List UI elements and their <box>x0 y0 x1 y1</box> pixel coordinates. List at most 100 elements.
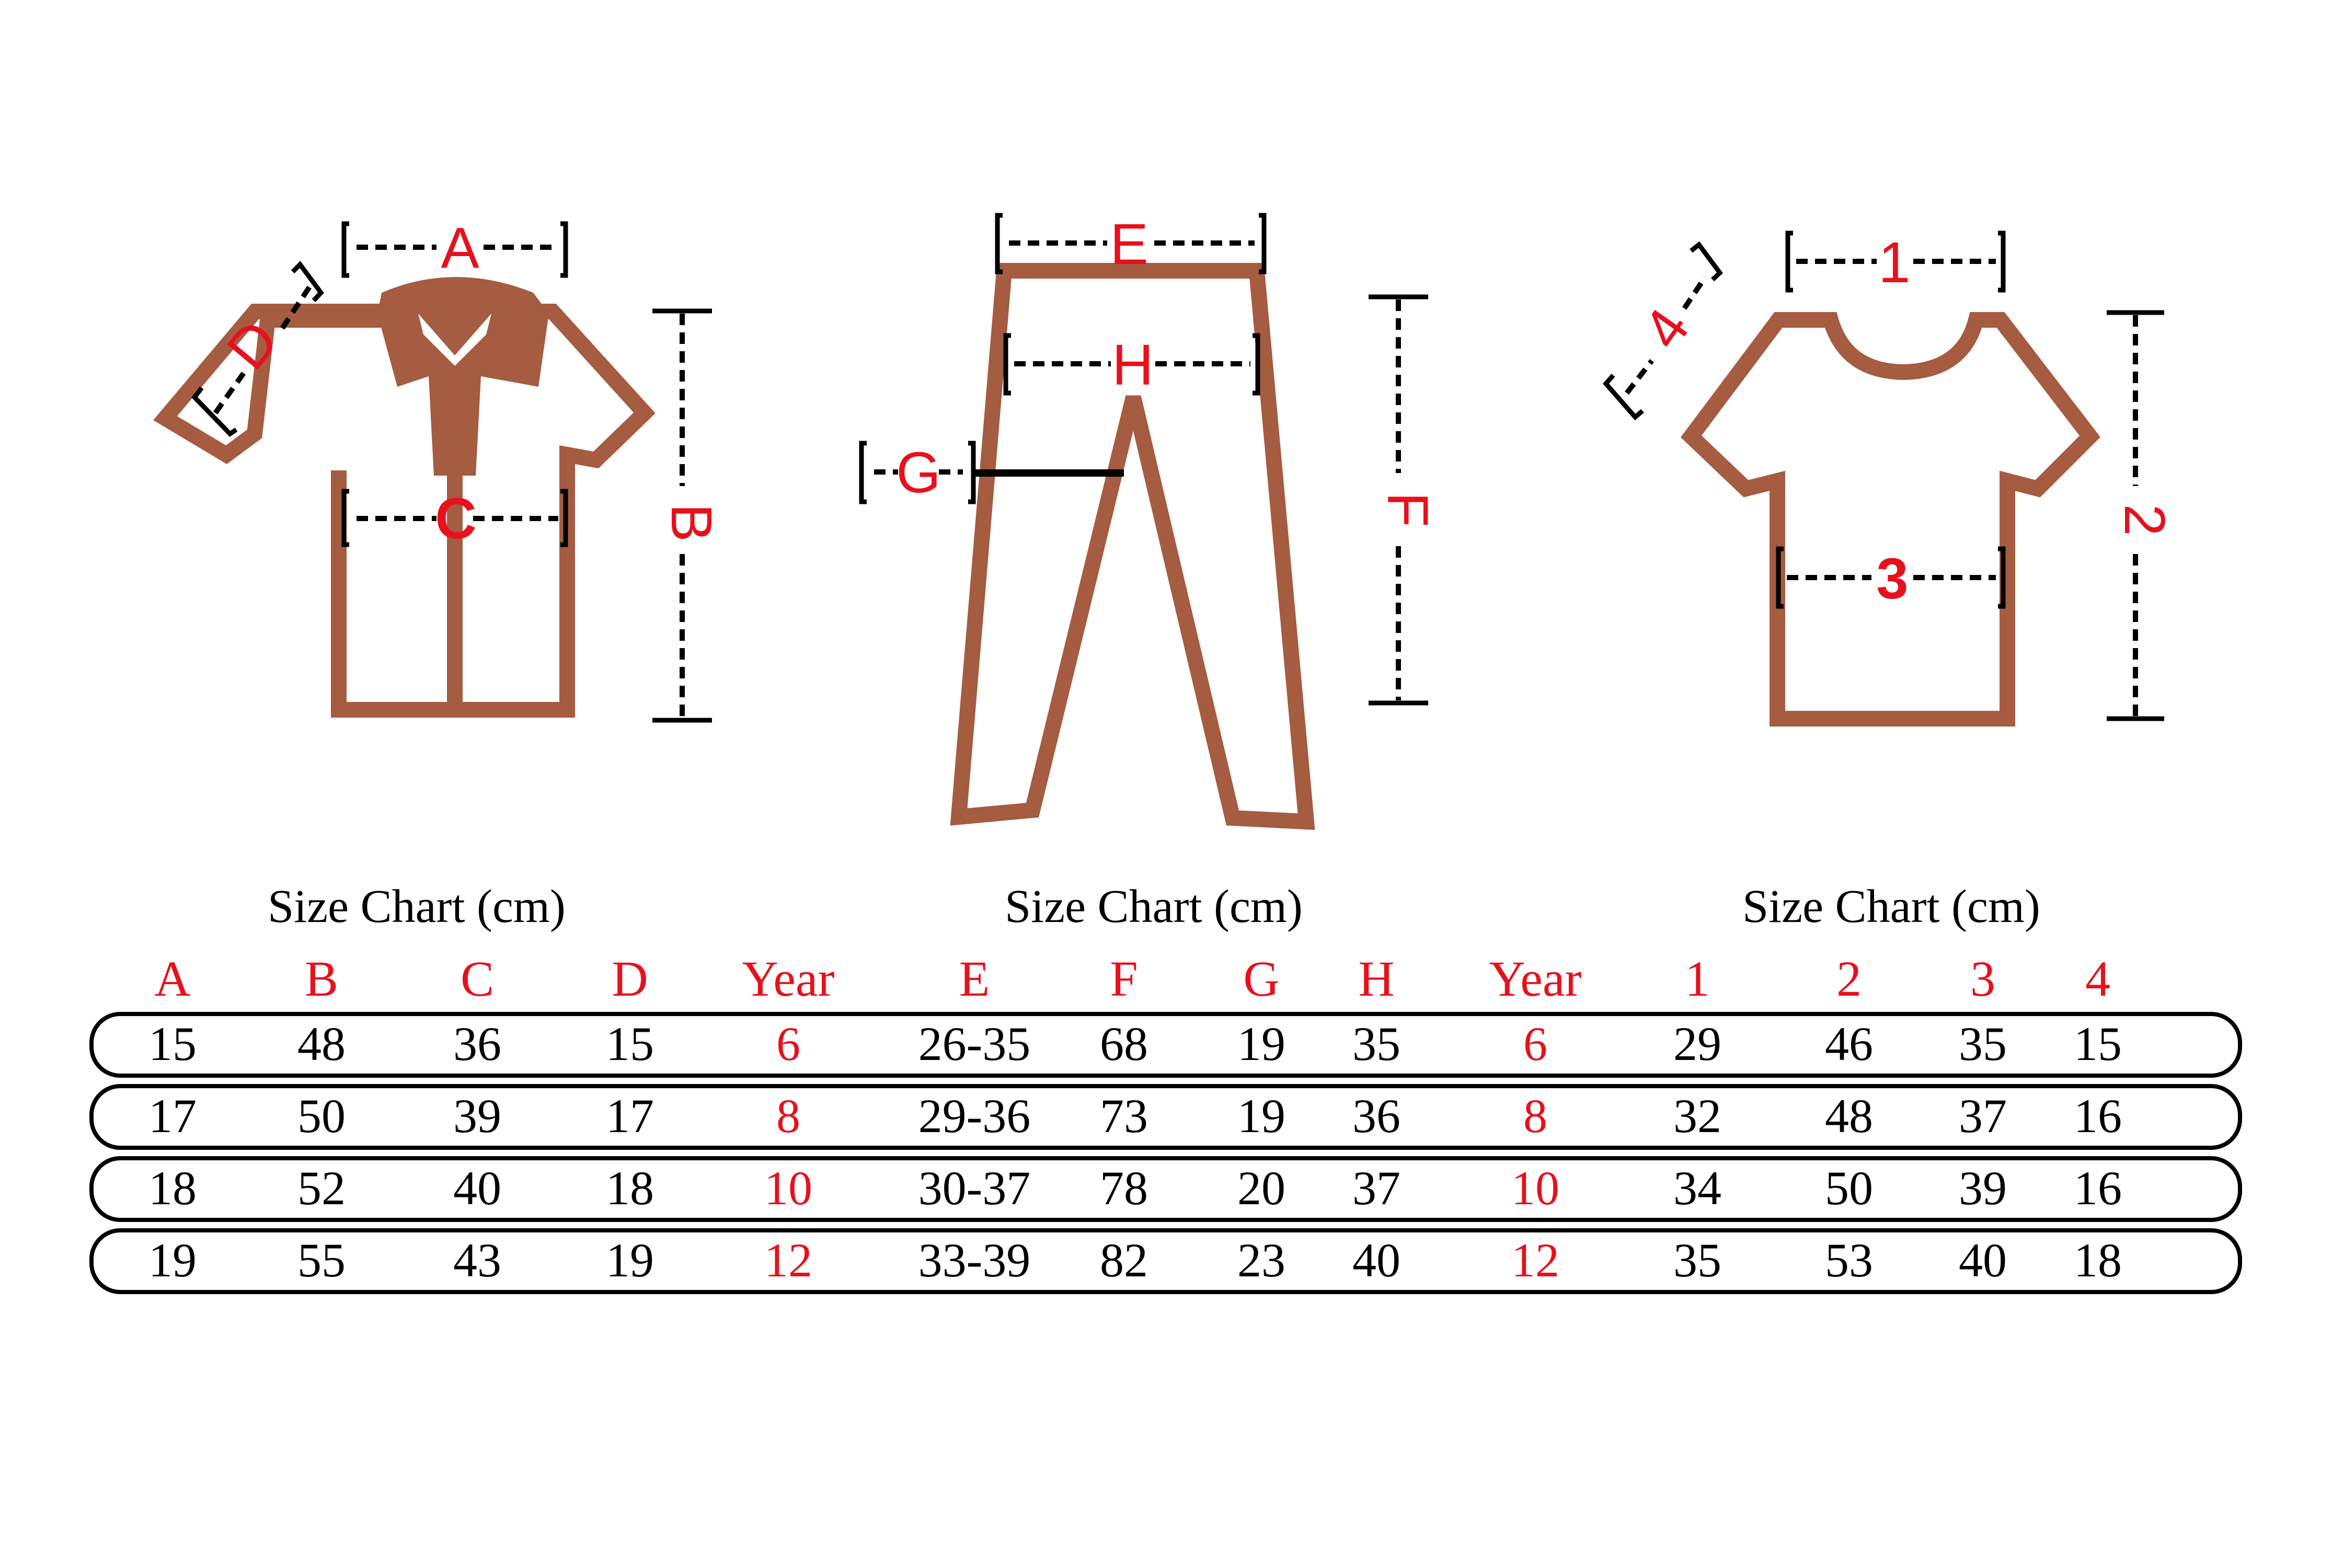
pants-dimension-g: G <box>859 441 1124 505</box>
pants-dimension-e: E <box>995 212 1267 276</box>
year-cell: 12 <box>764 1233 812 1287</box>
column-header-f-6: F <box>1110 951 1138 1007</box>
pants-icon <box>950 263 1315 830</box>
label-1: 1 <box>1878 230 1910 295</box>
table-cell: 39 <box>1959 1161 2007 1215</box>
column-header-g-7: G <box>1243 951 1279 1007</box>
tshirt-dimension-2: 2 <box>2107 310 2177 721</box>
table-cell: 37 <box>1959 1089 2007 1143</box>
table-cell: 55 <box>297 1233 346 1287</box>
pants-size-chart-title: Size Chart (cm) <box>1005 881 1303 932</box>
year-cell: 8 <box>776 1089 800 1143</box>
table-cell: 48 <box>1825 1089 1873 1143</box>
label-b: B <box>659 503 723 541</box>
table-cell: 73 <box>1100 1089 1148 1143</box>
table-cell: 35 <box>1352 1017 1400 1070</box>
column-header-b-1: B <box>305 951 338 1007</box>
label-3: 3 <box>1876 547 1908 611</box>
column-header-1-10: 1 <box>1685 951 1710 1007</box>
shirt-dimension-b: B <box>652 308 723 723</box>
table-cell: 48 <box>297 1017 346 1070</box>
table-cell: 43 <box>453 1233 501 1287</box>
year-cell: 6 <box>776 1017 800 1070</box>
label-2: 2 <box>2112 504 2177 536</box>
table-cell: 39 <box>453 1089 501 1143</box>
table-cell: 35 <box>1959 1017 2007 1070</box>
row-outline <box>89 1012 2242 1078</box>
table-cell: 40 <box>453 1161 501 1215</box>
t-shirt-icon <box>1681 312 2100 727</box>
column-header-e-5: E <box>959 951 990 1007</box>
label-f: F <box>1375 492 1440 527</box>
label-h: H <box>1112 333 1153 397</box>
table-cell: 50 <box>1825 1161 1873 1215</box>
pants-dimension-h: H <box>1003 333 1260 397</box>
table-cell: 50 <box>297 1089 346 1143</box>
table-cell: 36 <box>1352 1089 1400 1143</box>
table-cell: 17 <box>606 1089 654 1143</box>
shirt-dimension-c: C <box>341 487 568 551</box>
table-cell: 18 <box>606 1161 654 1215</box>
column-header-2-11: 2 <box>1836 951 1862 1007</box>
table-cell: 46 <box>1825 1017 1873 1070</box>
table-cell: 68 <box>1100 1017 1148 1070</box>
year-cell: 12 <box>1511 1233 1559 1287</box>
table-cell: 19 <box>606 1233 654 1287</box>
year-cell: 6 <box>1523 1017 1547 1070</box>
table-cell: 35 <box>1673 1233 1721 1287</box>
table-cell: 16 <box>2074 1089 2122 1143</box>
size-table-header-row: A B C D Year E F G H Year 1 2 3 4 <box>154 951 2110 1007</box>
table-cell: 82 <box>1100 1233 1148 1287</box>
year-cell: 10 <box>1511 1161 1559 1215</box>
table-cell: 18 <box>2074 1233 2122 1287</box>
label-4: 4 <box>1630 297 1702 360</box>
table-cell: 29-36 <box>918 1089 1031 1143</box>
table-cell: 32 <box>1673 1089 1721 1143</box>
table-cell: 40 <box>1352 1233 1400 1287</box>
table-cell: 36 <box>453 1017 501 1070</box>
shirt-size-chart-title: Size Chart (cm) <box>268 881 566 932</box>
tshirt-size-chart-title: Size Chart (cm) <box>1742 881 2040 932</box>
column-header-c-2: C <box>461 951 494 1007</box>
table-cell: 17 <box>148 1089 197 1143</box>
column-header-a-0: A <box>154 951 190 1007</box>
table-cell: 29 <box>1673 1017 1721 1070</box>
tshirt-dimension-3: 3 <box>1776 546 2006 611</box>
label-e: E <box>1110 212 1148 276</box>
table-cell: 15 <box>2074 1017 2122 1070</box>
tshirt-dimension-4: 4 <box>1603 241 1724 421</box>
table-cell: 33-39 <box>918 1233 1031 1287</box>
column-header-h-8: H <box>1358 951 1394 1007</box>
column-header-d-3: D <box>612 951 648 1007</box>
tshirt-dimension-1: 1 <box>1785 230 2006 295</box>
table-cell: 19 <box>1237 1089 1285 1143</box>
table-cell: 40 <box>1959 1233 2007 1287</box>
pants-dimension-f: F <box>1369 294 1440 706</box>
table-cell: 20 <box>1237 1161 1285 1215</box>
polo-shirt-icon <box>153 277 656 718</box>
table-cell: 19 <box>1237 1017 1285 1070</box>
label-g: G <box>896 441 941 505</box>
label-c: C <box>435 487 476 551</box>
table-cell: 15 <box>148 1017 197 1070</box>
column-header-year-4: Year <box>742 951 835 1007</box>
table-cell: 18 <box>148 1161 197 1215</box>
table-cell: 34 <box>1673 1161 1721 1215</box>
label-a: A <box>441 216 479 280</box>
column-header-4-13: 4 <box>2085 951 2110 1007</box>
table-cell: 26-35 <box>918 1017 1031 1070</box>
table-cell: 30-37 <box>918 1161 1031 1215</box>
column-header-year-9: Year <box>1489 951 1582 1007</box>
table-cell: 37 <box>1352 1161 1400 1215</box>
year-cell: 10 <box>764 1161 812 1215</box>
year-cell: 8 <box>1523 1089 1547 1143</box>
row-outline <box>89 1084 2242 1150</box>
table-row: 17 50 39 17 8 29-36 73 19 36 8 32 48 37 16 <box>89 1084 2242 1150</box>
row-outline <box>89 1156 2242 1222</box>
column-header-3-12: 3 <box>1970 951 1995 1007</box>
